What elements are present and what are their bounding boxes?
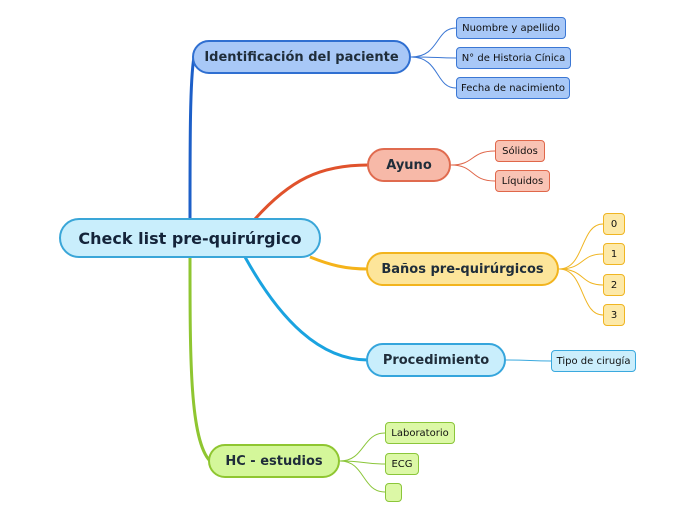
topic-identificacion[interactable]: Identificación del paciente — [192, 40, 411, 74]
edge-id-3 — [410, 56, 457, 89]
subtopic-bano-1[interactable]: 1 — [603, 243, 625, 265]
edge-ba-2 — [558, 253, 604, 270]
topic-hc-estudios[interactable]: HC - estudios — [208, 444, 340, 478]
central-topic[interactable]: Check list pre-quirúrgico — [59, 218, 321, 258]
subtopic-bano-2[interactable]: 2 — [603, 274, 625, 296]
edge-id-2 — [410, 56, 457, 59]
edge-ay-2 — [450, 164, 496, 182]
subtopic-bano-3[interactable]: 3 — [603, 304, 625, 326]
edge-identificacion — [188, 56, 196, 220]
subtopic-solidos[interactable]: Sólidos — [495, 140, 545, 162]
edge-ba-3 — [558, 268, 604, 286]
topic-ayuno[interactable]: Ayuno — [367, 148, 451, 182]
subtopic-historia-clinica[interactable]: N° de Historia Cínica — [456, 47, 571, 69]
subtopic-empty[interactable] — [385, 483, 402, 502]
subtopic-tipo-cirugia[interactable]: Tipo de cirugía — [551, 350, 636, 372]
subtopic-nombre[interactable]: Nuombre y apellido — [456, 17, 566, 39]
subtopic-laboratorio[interactable]: Laboratorio — [385, 422, 455, 444]
edge-id-1 — [410, 27, 457, 58]
subtopic-ecg[interactable]: ECG — [385, 453, 419, 475]
subtopic-bano-0[interactable]: 0 — [603, 213, 625, 235]
subtopic-fecha-nacimiento[interactable]: Fecha de nacimiento — [456, 77, 570, 99]
edge-banos — [309, 255, 369, 271]
edge-ay-1 — [450, 150, 496, 166]
edge-ba-1 — [558, 223, 604, 270]
edge-hc-1 — [339, 432, 386, 462]
edge-ba-4 — [558, 268, 604, 316]
edge-pr-1 — [505, 359, 552, 362]
edge-procedimiento — [243, 256, 369, 362]
topic-procedimiento[interactable]: Procedimiento — [366, 343, 506, 377]
edge-hc — [188, 256, 212, 463]
topic-banos[interactable]: Baños pre-quirúrgicos — [366, 252, 559, 286]
edge-ayuno — [253, 163, 369, 221]
subtopic-liquidos[interactable]: Líquidos — [495, 170, 550, 192]
edge-hc-3 — [339, 460, 386, 493]
